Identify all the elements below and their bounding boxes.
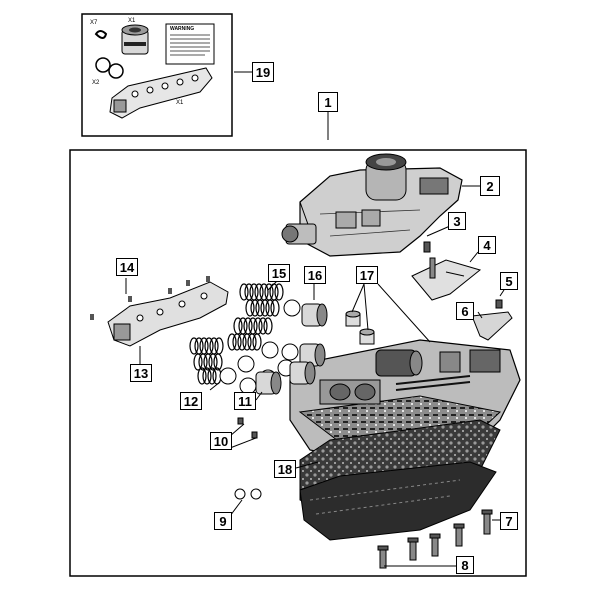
callout-19: 19	[252, 62, 274, 82]
leader-11	[255, 391, 263, 401]
callout-13: 13	[130, 364, 152, 382]
leader-10	[229, 423, 245, 437]
bolt-icon	[495, 299, 503, 309]
callout-3: 3	[448, 212, 466, 230]
seal-x7-icon	[94, 30, 108, 39]
kit-label-x2: X2	[92, 80, 100, 86]
leader-18	[295, 461, 319, 469]
callout-16: 16	[304, 266, 326, 284]
check-balls-icon	[234, 417, 262, 500]
callout-17: 17	[356, 266, 378, 284]
leader-9	[229, 499, 243, 517]
callout-1: 1	[318, 92, 338, 112]
o-ring-icon	[95, 57, 111, 73]
springs-lower-icon	[189, 337, 224, 385]
separator-plate-icon	[299, 419, 501, 541]
callout-8: 8	[456, 556, 474, 574]
side-gasket-icon	[90, 276, 229, 347]
o-ring-icon	[108, 63, 124, 79]
callout-14: 14	[116, 258, 138, 276]
callout-12: 12	[180, 392, 202, 410]
kit-label-x1-top: X1	[128, 18, 136, 24]
service-kit-inset	[81, 13, 233, 137]
warning-sheet-title: WARNING	[170, 26, 195, 32]
callout-6: 6	[456, 302, 474, 320]
callout-4: 4	[478, 236, 496, 254]
solenoid-block-icon	[281, 153, 463, 257]
gasket-plate-icon	[109, 67, 213, 119]
long-bolt-icon	[377, 509, 493, 569]
assembly-frame	[69, 149, 527, 577]
callout-5: 5	[500, 272, 518, 290]
callout-18: 18	[274, 460, 296, 478]
callout-2: 2	[480, 176, 500, 196]
callout-9: 9	[214, 512, 232, 530]
leader-12	[209, 381, 221, 391]
kit-label-x1-bottom: X1	[176, 100, 184, 106]
kit-label-x7: X7	[90, 20, 98, 26]
plungers-icon	[219, 299, 328, 395]
filter-cylinder-icon	[121, 24, 149, 55]
callout-11: 11	[234, 392, 256, 410]
springs-upper-icon	[227, 283, 284, 351]
retainer-bracket-icon	[471, 311, 513, 341]
callout-15: 15	[268, 264, 290, 282]
bracket-plate-icon	[411, 251, 482, 301]
small-bolt-icon	[423, 225, 451, 253]
callout-10: 10	[210, 432, 232, 450]
leader-17	[351, 283, 365, 313]
callout-7: 7	[500, 512, 518, 530]
warning-sheet-icon	[165, 23, 215, 65]
